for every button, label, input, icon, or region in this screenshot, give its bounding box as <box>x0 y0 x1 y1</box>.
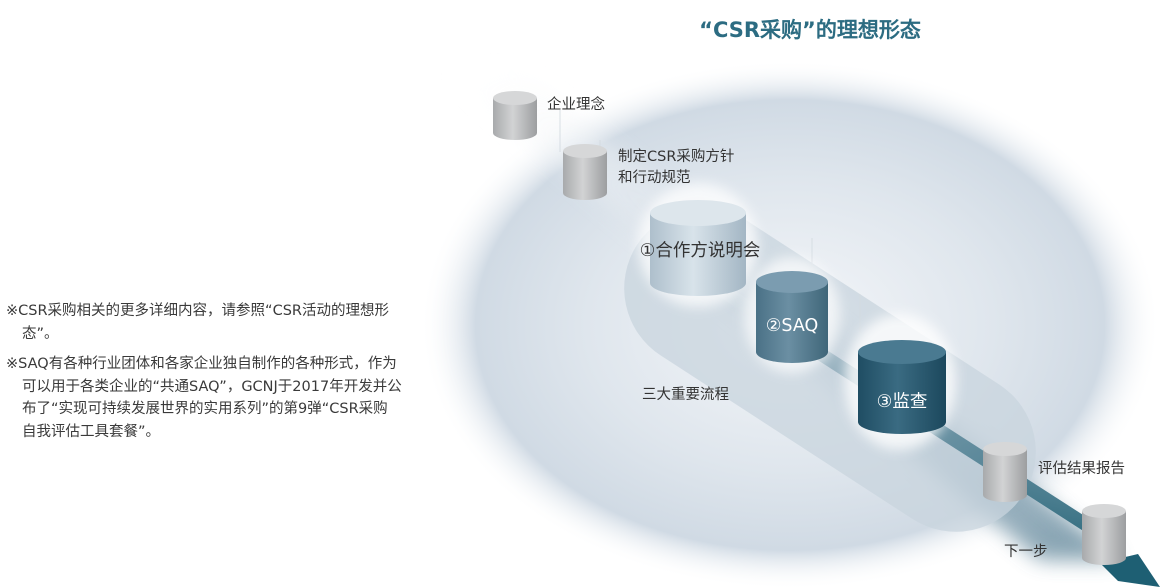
label-audit: ③监查 <box>876 392 928 412</box>
label-supplier-briefing: ①合作方说明会 <box>639 241 761 261</box>
drum-assessment-report <box>983 442 1027 502</box>
note-saq-description: ※SAQ有各种行业团体和各家企业独自制作的各种形式，作为可以用于各类企业的“共通… <box>6 356 402 440</box>
drum-next-step <box>1082 504 1126 565</box>
note-csr-reference: ※CSR采购相关的更多详细内容，请参照“CSR活动的理想形态”。 <box>6 303 389 342</box>
drum-policy <box>563 144 607 200</box>
label-company-philosophy: 企业理念 <box>547 97 605 113</box>
diagram-title: “CSR采购”的理想形态 <box>699 18 921 42</box>
drum-audit <box>858 340 946 434</box>
label-assessment-report: 评估结果报告 <box>1038 461 1125 477</box>
label-next-step: 下一步 <box>1004 544 1048 560</box>
notes-panel: ※CSR采购相关的更多详细内容，请参照“CSR活动的理想形态”。 ※SAQ有各种… <box>6 300 404 451</box>
drum-saq <box>756 271 828 363</box>
label-saq: ②SAQ <box>765 316 819 336</box>
label-policy: 制定CSR采购方针 和行动规范 <box>618 149 735 186</box>
drum-supplier-briefing <box>650 200 746 296</box>
label-three-processes: 三大重要流程 <box>642 387 729 403</box>
drum-company-philosophy <box>493 91 537 140</box>
